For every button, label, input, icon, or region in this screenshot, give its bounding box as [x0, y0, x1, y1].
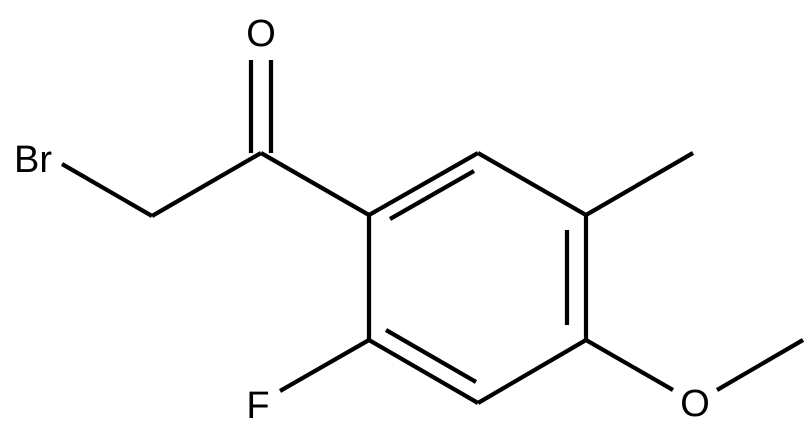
bond-ring-methyl	[584, 151, 695, 217]
bond-methoxy-methyl	[715, 338, 805, 392]
bond-ring-c5-c6	[476, 151, 588, 217]
bond-carbonyl-ch2	[150, 151, 263, 218]
bond-ring-c2-c3	[367, 338, 480, 405]
atom-label-bromine: Br	[14, 139, 52, 181]
bond-ring-methoxy-o	[584, 338, 675, 392]
bond-ring-c6-c1	[367, 151, 480, 217]
bond-ring-fluorine	[278, 338, 371, 393]
atom-label-methoxy-oxygen: O	[680, 383, 710, 425]
bond-carbonyl-ring	[259, 151, 371, 217]
atom-label-carbonyl-oxygen: O	[246, 13, 276, 55]
bond-ring-inner-c1-c6	[388, 169, 476, 221]
bond-ring-c3-c4	[476, 338, 588, 405]
atom-label-fluorine: F	[246, 385, 269, 427]
bond-ch2-br	[60, 162, 154, 218]
bond-ring-inner-c2-c3	[384, 328, 478, 384]
